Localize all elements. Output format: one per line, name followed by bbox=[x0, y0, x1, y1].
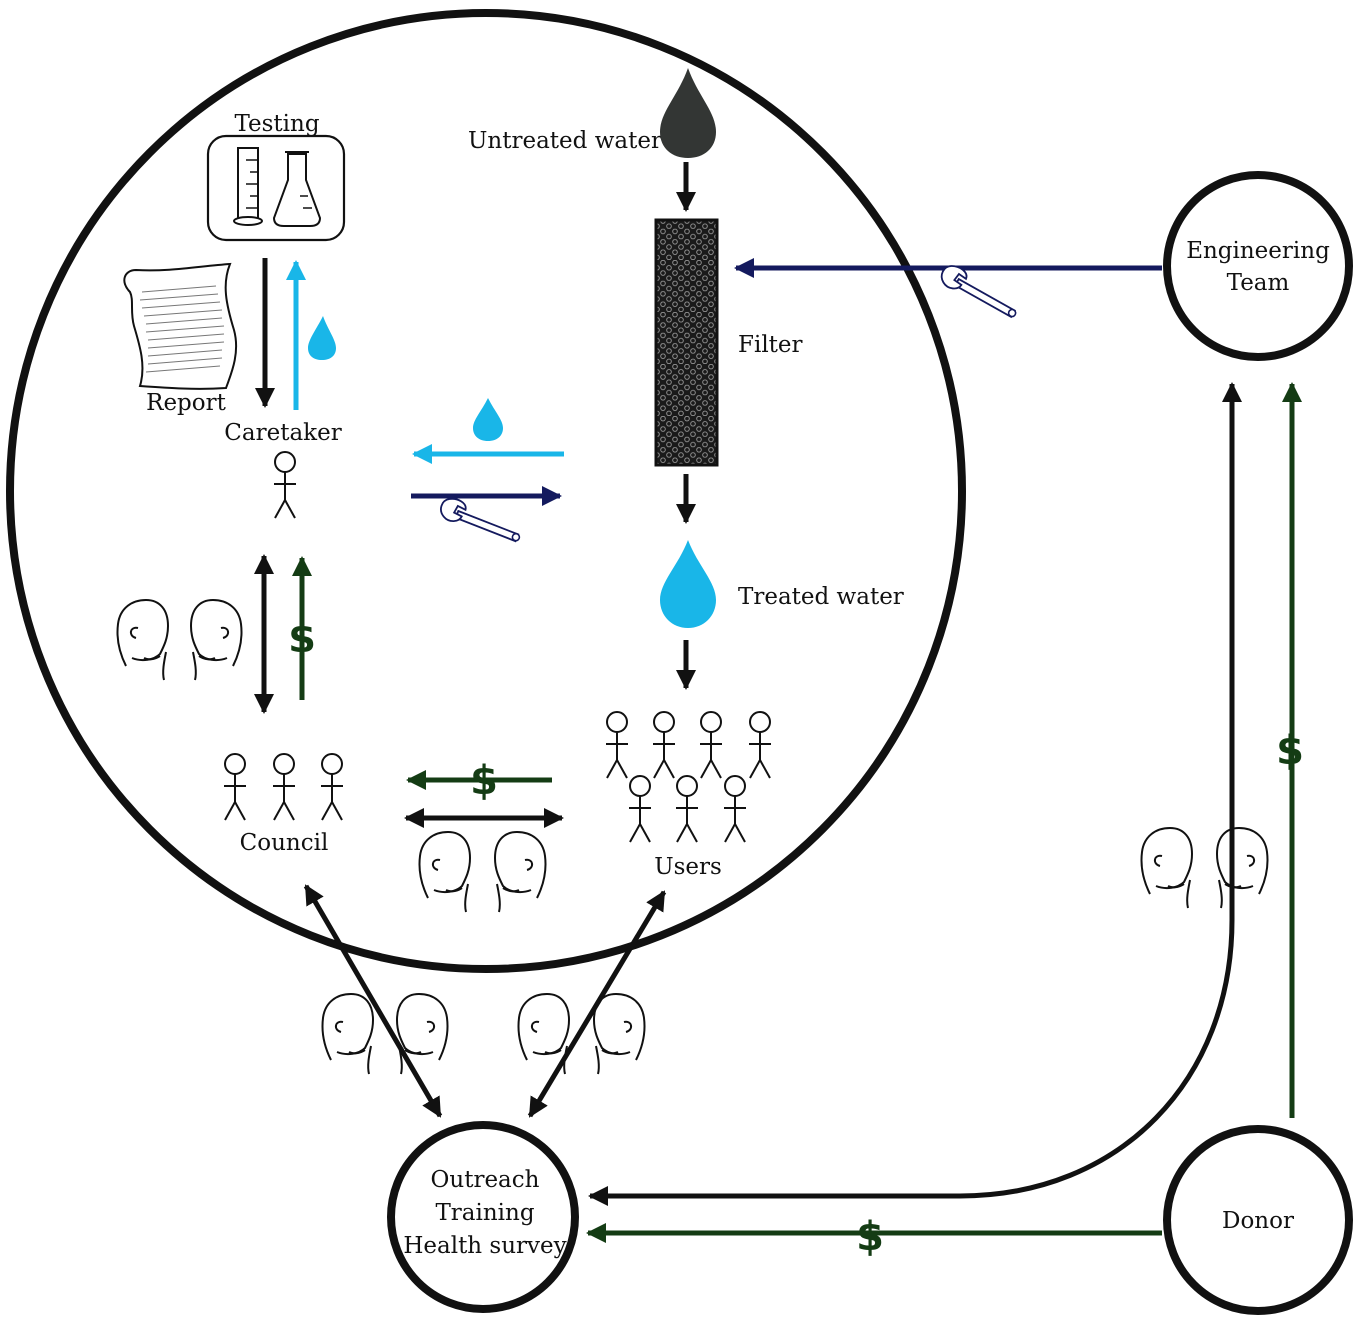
head-icon bbox=[396, 993, 449, 1075]
head-icon bbox=[321, 993, 374, 1075]
untreated-water-label: Untreated water bbox=[468, 128, 662, 154]
outreach-label-line2: Training bbox=[435, 1200, 534, 1226]
community-boundary-circle bbox=[6, 9, 966, 973]
dollar-icon: $ bbox=[470, 758, 498, 804]
filter-label: Filter bbox=[738, 332, 803, 358]
dollar-icon: $ bbox=[1276, 728, 1304, 774]
filter-icon bbox=[654, 218, 719, 467]
person-icon bbox=[605, 711, 629, 779]
head-icon bbox=[1216, 827, 1269, 909]
outreach-node bbox=[387, 1121, 579, 1313]
users-group bbox=[605, 711, 772, 843]
person-icon bbox=[723, 775, 747, 843]
outreach-label-line3: Health survey bbox=[403, 1233, 566, 1259]
person-icon bbox=[748, 711, 772, 779]
head-icon bbox=[494, 831, 547, 913]
test-tube-icon bbox=[233, 147, 263, 226]
person-icon bbox=[675, 775, 699, 843]
treated-water-label: Treated water bbox=[738, 584, 904, 610]
council-label: Council bbox=[240, 830, 329, 856]
caretaker-person-icon bbox=[273, 451, 297, 519]
report-label: Report bbox=[146, 390, 226, 416]
council-group bbox=[223, 753, 344, 821]
report-icon bbox=[123, 262, 238, 390]
wrench-icon bbox=[437, 496, 524, 543]
head-icon bbox=[1140, 827, 1193, 909]
flask-icon bbox=[272, 151, 322, 227]
treated-water-drop-icon bbox=[660, 540, 716, 628]
engineering-outreach-arrow bbox=[588, 382, 1242, 1206]
head-icon bbox=[116, 599, 169, 681]
dollar-icon: $ bbox=[288, 616, 316, 662]
engineering-team-label-line2: Team bbox=[1227, 270, 1290, 296]
wrench-icon bbox=[935, 262, 1025, 319]
person-icon bbox=[320, 753, 344, 821]
person-icon bbox=[699, 711, 723, 779]
donor-label: Donor bbox=[1222, 1208, 1294, 1234]
council-outreach-arrow bbox=[303, 884, 443, 1118]
dollar-icon: $ bbox=[856, 1214, 884, 1260]
outreach-label-line1: Outreach bbox=[431, 1167, 540, 1193]
person-icon bbox=[223, 753, 247, 821]
engineering-team-node bbox=[1163, 171, 1353, 361]
person-icon bbox=[272, 753, 296, 821]
caretaker-label: Caretaker bbox=[224, 420, 341, 446]
person-icon bbox=[652, 711, 676, 779]
head-icon bbox=[593, 993, 646, 1075]
engineering-team-label-line1: Engineering bbox=[1186, 238, 1330, 264]
users-label: Users bbox=[654, 854, 722, 880]
person-icon bbox=[628, 775, 652, 843]
head-icon bbox=[190, 599, 243, 681]
water-drop-icon bbox=[473, 398, 503, 441]
water-drop-icon bbox=[308, 316, 336, 360]
head-icon bbox=[418, 831, 471, 913]
testing-label: Testing bbox=[234, 111, 319, 137]
untreated-water-drop-icon bbox=[660, 68, 716, 158]
